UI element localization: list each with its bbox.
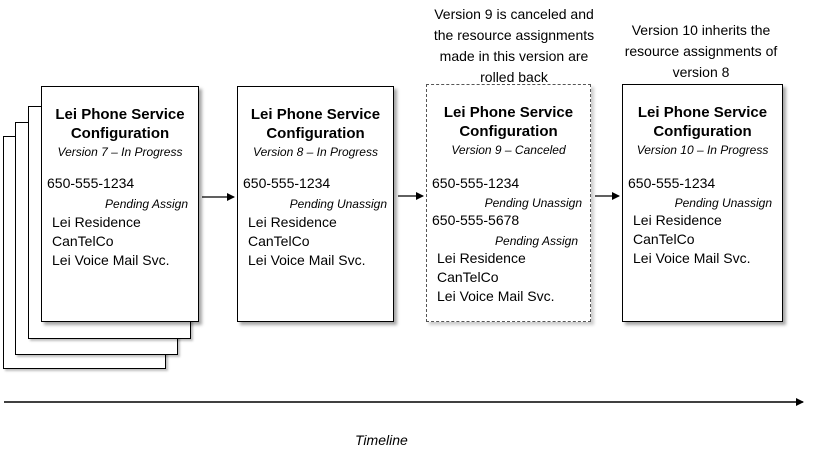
card-resource-2: CanTelCo	[52, 233, 114, 249]
card-title-line2: Configuration	[653, 123, 752, 140]
note-line: the resource assignments	[433, 27, 595, 43]
card-resource-2: CanTelCo	[633, 231, 695, 247]
card-title-line1: Lei Phone Service	[637, 104, 768, 121]
card-resource-2: CanTelCo	[248, 233, 310, 249]
card-version: Version 9 – Canceled	[451, 143, 566, 157]
card-version: Version 7 – In Progress	[57, 145, 183, 159]
card-resource-3: Lei Voice Mail Svc.	[633, 250, 751, 266]
card-title-line2: Configuration	[459, 123, 558, 140]
card-resource-1: Lei Residence	[52, 214, 141, 230]
version-9-note: Version 9 is canceled and the resource a…	[404, 4, 624, 88]
note-line: Version 10 inherits the	[631, 22, 771, 38]
note-line: Version 9 is canceled and	[434, 6, 594, 22]
timeline-label: Timeline	[355, 432, 408, 448]
card-status: Pending Assign	[105, 197, 188, 211]
version-9-card: Lei Phone Service Configuration Version …	[426, 84, 591, 322]
card-resource-3: Lei Voice Mail Svc.	[52, 252, 170, 268]
card-title-line1: Lei Phone Service	[443, 104, 574, 121]
note-line: made in this version are	[439, 48, 589, 64]
card-resource-3: Lei Voice Mail Svc.	[248, 252, 366, 268]
card-phone: 650-555-1234	[432, 175, 520, 191]
card-title-line2: Configuration	[266, 125, 365, 142]
card-phone: 650-555-1234	[47, 175, 135, 191]
card-title-line2: Configuration	[70, 125, 170, 142]
card-title-line1: Lei Phone Service	[250, 106, 381, 123]
version-8-card: Lei Phone Service Configuration Version …	[237, 86, 394, 322]
version-10-card: Lei Phone Service Configuration Version …	[622, 84, 783, 322]
card-phone: 650-555-1234	[243, 175, 331, 191]
card-version: Version 10 – In Progress	[636, 143, 769, 157]
version-7-card: Lei Phone Service Configuration Version …	[41, 86, 199, 322]
card-resource-3: Lei Voice Mail Svc.	[437, 288, 555, 304]
card-status: Pending Unassign	[484, 196, 582, 210]
card-phone-2: 650-555-5678	[432, 212, 520, 228]
note-line: version 8	[672, 64, 730, 80]
card-resource-2: CanTelCo	[437, 269, 499, 285]
card-status: Pending Unassign	[674, 196, 772, 210]
card-resource-1: Lei Residence	[633, 212, 722, 228]
note-line: rolled back	[480, 69, 548, 85]
card-title-line1: Lei Phone Service	[55, 106, 185, 123]
card-status-2: Pending Assign	[495, 234, 578, 248]
card-version: Version 8 – In Progress	[253, 145, 378, 159]
version-10-note: Version 10 inherits the resource assignm…	[606, 20, 796, 83]
note-line: resource assignments of	[624, 43, 778, 59]
card-status: Pending Unassign	[289, 197, 387, 211]
card-resource-1: Lei Residence	[248, 214, 337, 230]
card-phone: 650-555-1234	[628, 175, 716, 191]
card-resource-1: Lei Residence	[437, 250, 526, 266]
